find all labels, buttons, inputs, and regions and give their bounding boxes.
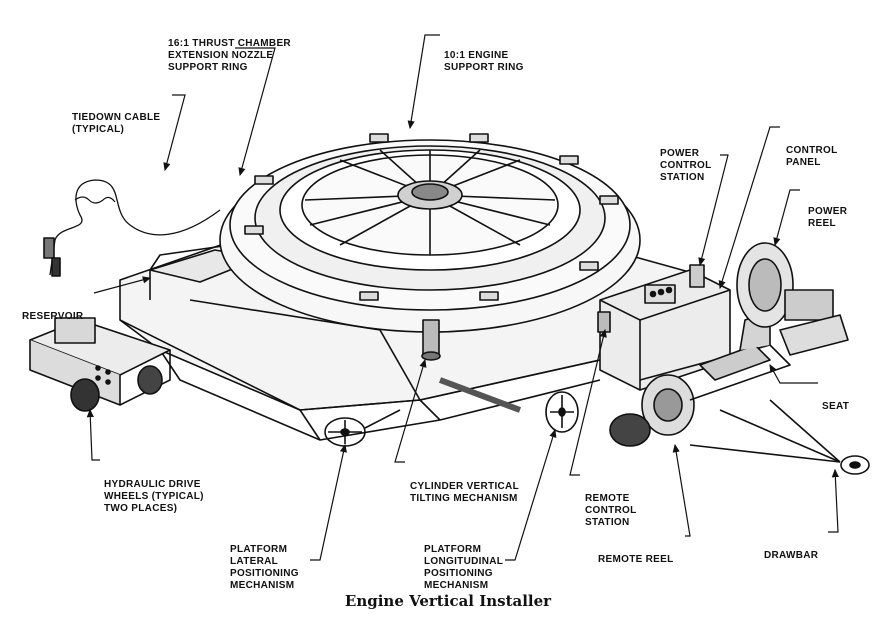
- leader-engine-ring: [407, 34, 440, 130]
- leader-remote-reel: [672, 443, 691, 537]
- leader-hydraulic: [86, 408, 100, 461]
- leader-remote-station: [569, 328, 607, 476]
- leader-power-station: [698, 154, 729, 267]
- tilting-cylinder: [421, 319, 522, 413]
- leader-lateral: [310, 443, 347, 561]
- left-drive-unit: [29, 317, 171, 412]
- operator-seat: [699, 311, 771, 381]
- leader-drawbar: [828, 468, 839, 533]
- leader-thrust-chamber: [235, 47, 276, 177]
- engine-support-rings: [219, 133, 641, 333]
- tiedown-cable: [43, 179, 221, 277]
- power-reel: [736, 242, 849, 356]
- label-seat: SEAT: [822, 401, 850, 412]
- drawbar-hitch: [689, 399, 870, 475]
- leader-seat: [769, 363, 818, 384]
- remote-reel-unit: [609, 344, 791, 447]
- leader-reservoir: [93, 276, 152, 294]
- label-tiedown: TIEDOWN CABLE(TYPICAL): [72, 112, 161, 135]
- label-reservoir: RESERVOIR: [22, 311, 84, 322]
- leader-longitudinal: [505, 428, 557, 561]
- figure-caption: Engine Vertical Installer: [344, 592, 552, 610]
- leader-cylinder: [394, 358, 427, 463]
- leader-power-reel: [773, 189, 800, 247]
- label-drawbar: DRAWBAR: [764, 550, 819, 561]
- leader-control-panel: [718, 126, 780, 290]
- longitudinal-handwheel: [545, 391, 579, 433]
- label-remote-reel: REMOTE REEL: [598, 554, 674, 565]
- leader-tiedown: [163, 94, 186, 172]
